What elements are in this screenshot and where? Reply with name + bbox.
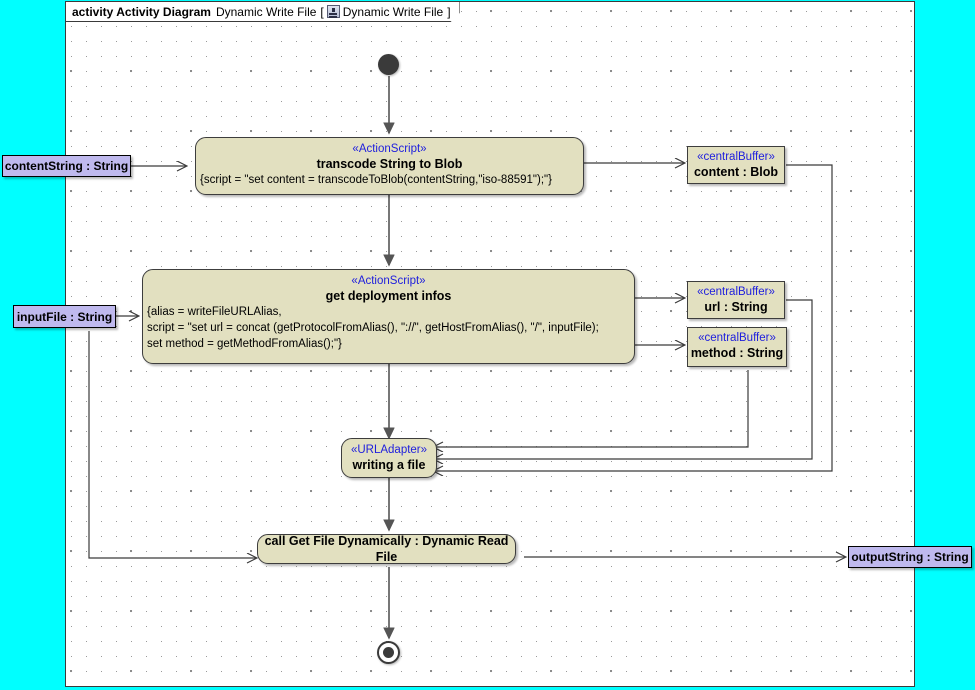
activity-diagram-icon bbox=[327, 5, 340, 18]
parameter-node-contentstring[interactable]: contentString : String bbox=[2, 155, 131, 177]
frame-inner-name: Dynamic Write File bbox=[342, 4, 444, 19]
buffer-stereotype: «centralBuffer» bbox=[698, 332, 776, 344]
action-title: get deployment infos bbox=[325, 289, 452, 303]
activity-final-node[interactable] bbox=[377, 641, 400, 664]
diagram-frame-header: activity Activity Diagram Dynamic Write … bbox=[66, 2, 460, 22]
action-stereotype: «ActionScript» bbox=[351, 275, 426, 287]
action-urladapter-writing-a-file[interactable]: «URLAdapter» writing a file bbox=[341, 438, 437, 478]
buffer-label: url : String bbox=[704, 300, 768, 314]
frame-bracket-open: [ bbox=[320, 4, 324, 19]
action-get-deployment-infos[interactable]: «ActionScript» get deployment infos {ali… bbox=[142, 269, 635, 364]
buffer-stereotype: «centralBuffer» bbox=[697, 286, 775, 298]
action-body-line-1: {alias = writeFileURLAlias, bbox=[147, 306, 282, 318]
frame-bracket-close: ] bbox=[447, 4, 451, 19]
frame-name: Dynamic Write File bbox=[215, 4, 317, 19]
action-transcode-string-to-blob[interactable]: «ActionScript» transcode String to Blob … bbox=[195, 137, 584, 195]
call-behavior-action-dynamic-read-file[interactable]: call Get File Dynamically : Dynamic Read… bbox=[257, 534, 519, 567]
central-buffer-content[interactable]: «centralBuffer» content : Blob bbox=[687, 146, 785, 184]
central-buffer-method[interactable]: «centralBuffer» method : String bbox=[687, 327, 787, 367]
buffer-label: method : String bbox=[690, 346, 784, 360]
parameter-label: outputString : String bbox=[851, 550, 969, 564]
frame-keyword: activity Activity Diagram bbox=[72, 4, 211, 19]
action-stereotype: «URLAdapter» bbox=[350, 444, 428, 456]
action-body-line-2: script = "set url = concat (getProtocolF… bbox=[147, 322, 599, 334]
parameter-node-inputfile[interactable]: inputFile : String bbox=[13, 305, 116, 328]
action-title: writing a file bbox=[352, 458, 426, 472]
buffer-stereotype: «centralBuffer» bbox=[697, 151, 775, 163]
call-action-title: call Get File Dynamically : Dynamic Read… bbox=[264, 534, 509, 564]
action-stereotype: «ActionScript» bbox=[352, 143, 427, 155]
action-body: {script = "set content = transcodeToBlob… bbox=[200, 174, 552, 186]
buffer-label: content : Blob bbox=[693, 165, 778, 179]
parameter-node-outputstring[interactable]: outputString : String bbox=[848, 546, 972, 568]
parameter-label: contentString : String bbox=[4, 159, 129, 173]
parameter-label: inputFile : String bbox=[16, 309, 113, 324]
central-buffer-url[interactable]: «centralBuffer» url : String bbox=[687, 281, 785, 319]
initial-node[interactable] bbox=[378, 54, 399, 75]
action-body-line-3: set method = getMethodFromAlias();"} bbox=[147, 338, 342, 350]
action-title: transcode String to Blob bbox=[316, 157, 463, 171]
